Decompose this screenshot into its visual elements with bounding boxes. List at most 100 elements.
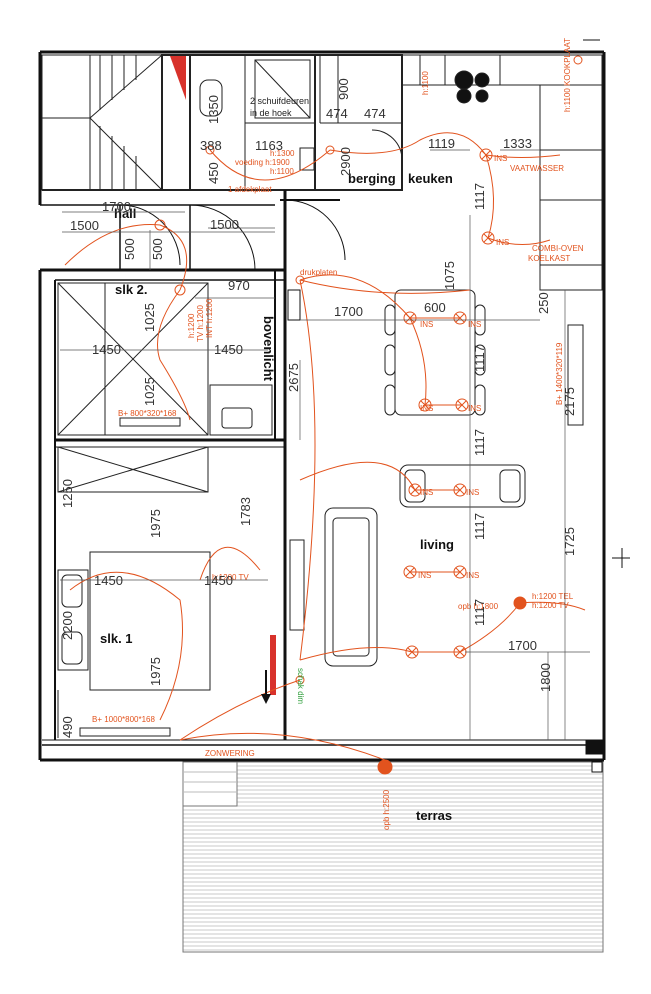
label-koelkast: KOELKAST [528,254,570,263]
dim-1119: 1119 [428,136,455,151]
label-ins-keuken-2: INS [496,238,509,247]
dim-474-b: 474 [364,106,386,121]
dim-500-a: 500 [122,238,137,260]
note-afdekplaat: 1 afdekplaat [228,185,272,194]
note-kast-living: B+ 1400*320*119 [555,342,564,405]
dim-1333: 1333 [503,136,532,151]
label-opb-2500: opb h:2500 [382,789,391,830]
dim-1025-b: 1025 [142,377,157,406]
label-ins-7: INS [418,571,431,580]
dim-1117-b: 1117 [472,345,487,372]
dim-1450-c: 1450 [94,573,123,588]
dim-1800: 1800 [538,663,553,692]
dim-500-b: 500 [150,238,165,260]
dim-1250: 1250 [60,479,75,508]
dim-970: 970 [228,278,250,293]
electrical-wiring [64,55,586,775]
dim-2900: 2900 [338,147,353,176]
dimension-lines [60,149,590,740]
dim-2200: 2200 [60,611,75,640]
dim-1450-d: 1450 [204,573,233,588]
dim-1783: 1783 [238,497,253,526]
dim-900: 900 [336,78,351,100]
note-schuifdeuren-2: in de hoek [250,108,292,118]
room-label-slk2: slk 2. [115,282,148,297]
room-label-berging: berging [348,171,396,186]
dim-1725: 1725 [562,527,577,556]
dimension-labels: 1350 900 474 474 388 1163 450 2900 1119 … [60,78,577,738]
label-ins-5: INS [420,488,433,497]
label-tel: h:1200 TEL [532,592,574,601]
label-slk2-h1200: h:1200 [187,313,196,338]
terrace [182,761,604,953]
room-label-keuken: keuken [408,171,453,186]
label-ins-2: INS [468,320,481,329]
living-furniture [289,289,584,667]
room-label-terras: terras [416,808,452,823]
staircase [41,54,191,191]
label-drukplaten: drukplaten [300,268,337,277]
dim-1450-a: 1450 [92,342,121,357]
dim-1500-b: 1500 [210,217,239,232]
label-vaatwasser: VAATWASSER [510,164,564,173]
room-label-living: living [420,537,454,552]
outer-walls [38,39,630,773]
bedroom-2-furniture [57,282,273,436]
note-bed-slk2: B+ 800*320*168 [118,409,177,418]
room-labels: hall slk 2. slk. 1 berging keuken living… [100,171,454,823]
label-h1300: h:1300 [270,149,295,158]
dim-1117-a: 1117 [472,183,487,210]
dim-388: 388 [200,138,222,153]
dim-1075: 1075 [442,261,457,290]
dim-600: 600 [424,300,446,315]
label-ins-6: INS [466,488,479,497]
dim-1975-a: 1975 [148,509,163,538]
dim-450: 450 [206,162,221,184]
dim-1500-a: 1500 [70,218,99,233]
label-opb-1800: opb h:1800 [458,602,499,611]
dim-250: 250 [536,292,551,314]
bedroom-1-furniture [57,446,211,738]
note-schuifdeuren-1: 2 schuifdeuren [250,96,309,106]
dim-1163: 1163 [255,138,283,153]
label-slk2-int: INT h:1200 [205,298,214,338]
electrical-labels: VAATWASSER COMBI-OVEN KOELKAST INS INS I… [187,38,584,830]
room-label-bovenlicht: bovenlicht [261,316,276,382]
dim-1700-c: 1700 [508,638,537,653]
dim-1117-d: 1117 [472,513,487,540]
label-voeding: voeding h:1900 [235,158,290,167]
note-bed-slk1: B+ 1000*800*168 [92,715,156,724]
room-label-slk1: slk. 1 [100,631,133,646]
label-ins-1: INS [420,320,433,329]
label-slk2-tv: TV h:1200 [196,305,205,342]
label-h1100-top: h:1100 [421,71,430,95]
kitchen-counter [401,54,603,291]
label-slk1-tv: h:1200 TV [212,573,249,582]
label-ins-4: INS [468,404,481,413]
dim-1117-c: 1117 [472,429,487,456]
dim-2175: 2175 [562,387,577,416]
label-ins-3: INS [420,404,433,413]
label-tv: h:1200 TV [532,601,569,610]
note-zonwering: ZONWERING [205,749,255,758]
dim-1975-b: 1975 [148,657,163,686]
dim-1117-e: 1117 [472,599,487,626]
dim-2675: 2675 [286,363,301,392]
note-schakdim: schak dim [296,668,305,704]
dim-1450-b: 1450 [214,342,243,357]
label-kookplaat: h:1100 KOOKPLAAT [563,38,572,112]
label-ins-8: INS [466,571,479,580]
dim-1700-a: 1700 [102,199,131,214]
plan-notes: 2 schuifdeuren in de hoek 1 afdekplaat Z… [92,96,564,758]
dim-474-a: 474 [326,106,348,121]
label-combi-oven: COMBI-OVEN [532,244,584,253]
dim-490: 490 [60,716,75,738]
label-ins-keuken-1: INS [494,154,507,163]
interior-walls [40,190,346,740]
label-h1100: h:1100 [270,167,294,176]
room-label-hall: hall [114,206,136,221]
bathroom-block [189,54,403,191]
dim-1700-b: 1700 [334,304,363,319]
dim-1025-a: 1025 [142,303,157,332]
